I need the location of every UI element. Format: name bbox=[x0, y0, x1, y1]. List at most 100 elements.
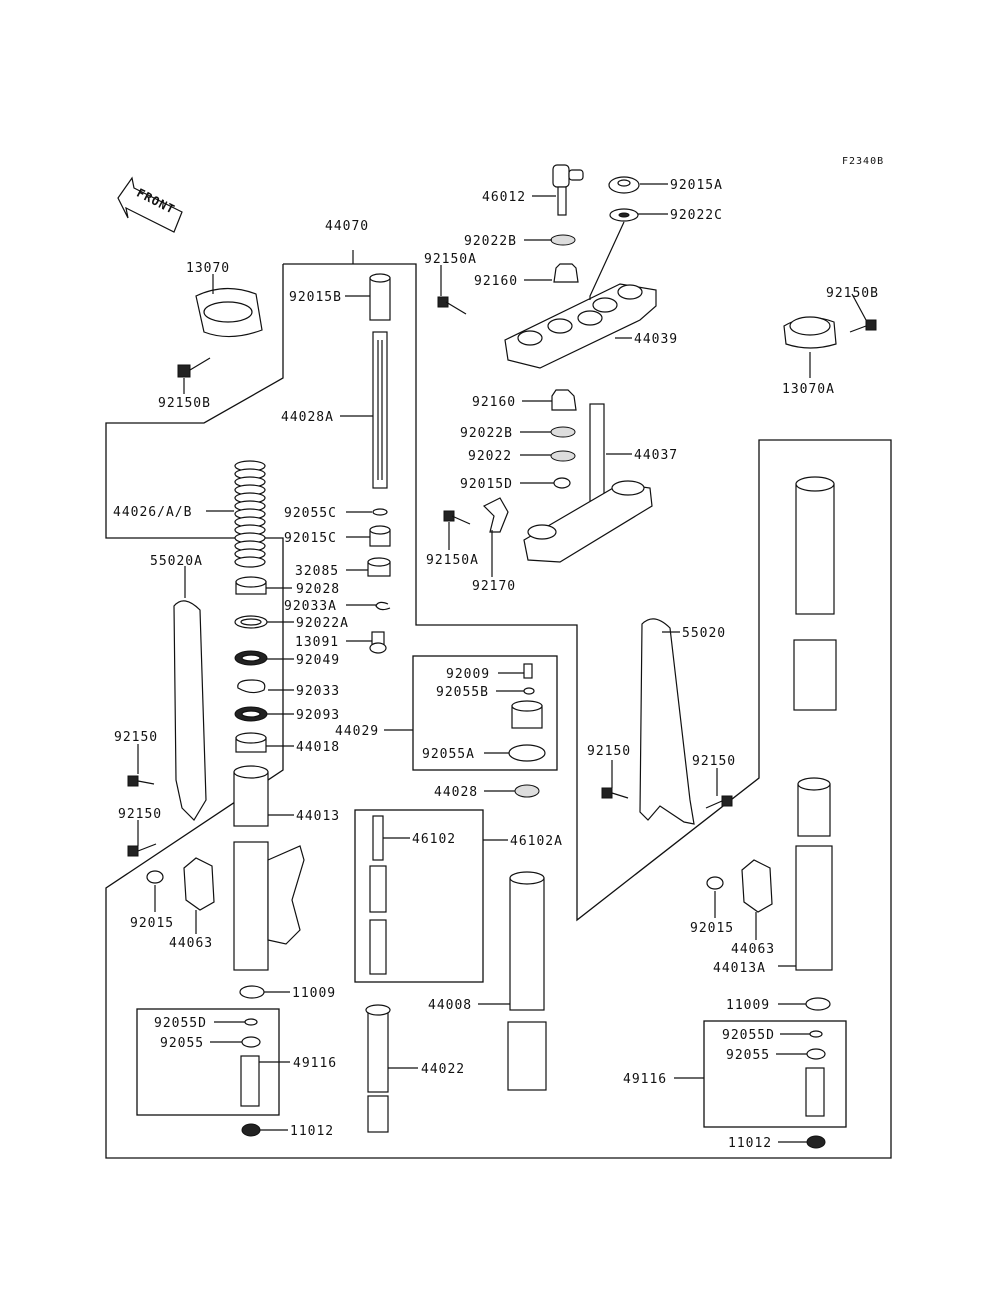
label-32085: 32085 bbox=[295, 564, 339, 579]
screw-92009 bbox=[523, 663, 533, 679]
label-11009-left: 11009 bbox=[292, 986, 336, 1001]
valve-49116-right bbox=[805, 1067, 825, 1117]
fork-spring bbox=[234, 460, 266, 568]
label-11009-right: 11009 bbox=[726, 998, 770, 1013]
label-92033A: 92033A bbox=[284, 599, 337, 614]
label-44013A: 44013A bbox=[713, 961, 766, 976]
label-92160-mid: 92160 bbox=[472, 395, 516, 410]
label-92015B: 92015B bbox=[289, 290, 342, 305]
steering-stem-bolt bbox=[552, 164, 584, 216]
label-55020A: 55020A bbox=[150, 554, 203, 569]
label-49116-right: 49116 bbox=[623, 1072, 667, 1087]
fork-cap-44029 bbox=[511, 700, 543, 729]
washer-92022 bbox=[550, 450, 576, 462]
label-92150-right-1: 92150 bbox=[587, 744, 631, 759]
washer-92022b-top bbox=[550, 234, 576, 246]
assembly-outline bbox=[105, 250, 892, 1159]
leader-lines bbox=[137, 183, 867, 1143]
bolt-92150b-left bbox=[177, 357, 211, 378]
cylinder-44022 bbox=[365, 1004, 391, 1133]
gasket-11009-left bbox=[239, 985, 265, 999]
bracket-92170 bbox=[482, 497, 509, 533]
label-44026: 44026/A/B bbox=[113, 505, 192, 520]
figure-code: F2340B bbox=[842, 156, 884, 167]
gasket-11009-right bbox=[805, 997, 831, 1011]
rebound-rod-46102 bbox=[369, 815, 387, 975]
spring-coil bbox=[234, 556, 266, 568]
front-arrow-icon: FRONT bbox=[117, 176, 183, 233]
spacer-92015b bbox=[369, 273, 391, 321]
label-92033: 92033 bbox=[296, 684, 340, 699]
label-92055D-left: 92055D bbox=[154, 1016, 207, 1031]
label-92150-left-1: 92150 bbox=[114, 730, 158, 745]
label-92150B-left: 92150B bbox=[158, 396, 211, 411]
label-44022: 44022 bbox=[421, 1062, 465, 1077]
plug-13091 bbox=[369, 631, 387, 654]
bolt-92150-right-2 bbox=[705, 795, 733, 809]
nut-92015-right bbox=[706, 876, 724, 890]
label-92160-top: 92160 bbox=[474, 274, 518, 289]
nut-92015d bbox=[553, 477, 571, 489]
label-92055-right: 92055 bbox=[726, 1048, 770, 1063]
collar-92015c bbox=[369, 525, 391, 547]
washer-44028 bbox=[514, 784, 540, 798]
axle-clamp-44063-left bbox=[183, 857, 215, 911]
rubber-damper-top bbox=[553, 263, 579, 283]
outer-tube-44013a bbox=[795, 777, 833, 971]
washer-92022b-mid bbox=[550, 426, 576, 438]
label-44013: 44013 bbox=[296, 809, 340, 824]
bolt-92150-right-1 bbox=[601, 787, 629, 799]
label-92015D: 92015D bbox=[460, 477, 513, 492]
oring-92055c bbox=[372, 508, 388, 516]
label-49116-left: 49116 bbox=[293, 1056, 337, 1071]
label-92015C: 92015C bbox=[284, 531, 337, 546]
label-55020: 55020 bbox=[682, 626, 726, 641]
label-92150B-right: 92150B bbox=[826, 286, 879, 301]
label-92022C: 92022C bbox=[670, 208, 723, 223]
label-92015A: 92015A bbox=[670, 178, 723, 193]
label-92015-left: 92015 bbox=[130, 916, 174, 931]
axle-clamp-44063-right bbox=[741, 859, 773, 913]
bolt-92150-left-1 bbox=[127, 775, 155, 787]
label-46012: 46012 bbox=[482, 190, 526, 205]
label-44063-left: 44063 bbox=[169, 936, 213, 951]
fork-guard-55020a bbox=[173, 600, 207, 821]
clamp-13070 bbox=[195, 287, 263, 338]
oring-92055-right bbox=[806, 1048, 826, 1060]
label-92049: 92049 bbox=[296, 653, 340, 668]
steering-stem-44037 bbox=[523, 403, 653, 563]
oring-92055b bbox=[523, 687, 535, 695]
label-11012-left: 11012 bbox=[290, 1124, 334, 1139]
rod-assembly-box bbox=[354, 809, 484, 983]
label-92009: 92009 bbox=[446, 667, 490, 682]
label-44037: 44037 bbox=[634, 448, 678, 463]
label-92022: 92022 bbox=[468, 449, 512, 464]
label-13091: 13091 bbox=[295, 635, 339, 650]
label-92015-right: 92015 bbox=[690, 921, 734, 936]
label-92093: 92093 bbox=[296, 708, 340, 723]
bolt-92150b-right bbox=[849, 319, 877, 333]
outer-tube-44013 bbox=[233, 765, 305, 971]
label-92022A: 92022A bbox=[296, 616, 349, 631]
label-13070: 13070 bbox=[186, 261, 230, 276]
bolt-92150a-top bbox=[437, 296, 467, 315]
label-44070: 44070 bbox=[325, 219, 369, 234]
part-labels: 46012 92015A 92022C 92022B 92150A 92160 … bbox=[113, 178, 879, 1151]
clamp-13070a bbox=[783, 316, 837, 349]
circlip-92033a bbox=[375, 601, 391, 611]
label-92055B: 92055B bbox=[436, 685, 489, 700]
washer-92093 bbox=[234, 706, 268, 722]
valve-49116-left bbox=[240, 1055, 260, 1107]
label-92150A-mid: 92150A bbox=[426, 553, 479, 568]
gasket-11012-right bbox=[806, 1135, 826, 1149]
oring-92055a bbox=[508, 744, 546, 762]
label-92022B-top: 92022B bbox=[464, 234, 517, 249]
label-46102: 46102 bbox=[412, 832, 456, 847]
label-44008: 44008 bbox=[428, 998, 472, 1013]
fork-guard-55020 bbox=[639, 618, 695, 825]
oring-92055-left bbox=[241, 1036, 261, 1048]
label-92055A: 92055A bbox=[422, 747, 475, 762]
label-44063-right: 44063 bbox=[731, 942, 775, 957]
label-44018: 44018 bbox=[296, 740, 340, 755]
label-92055C: 92055C bbox=[284, 506, 337, 521]
